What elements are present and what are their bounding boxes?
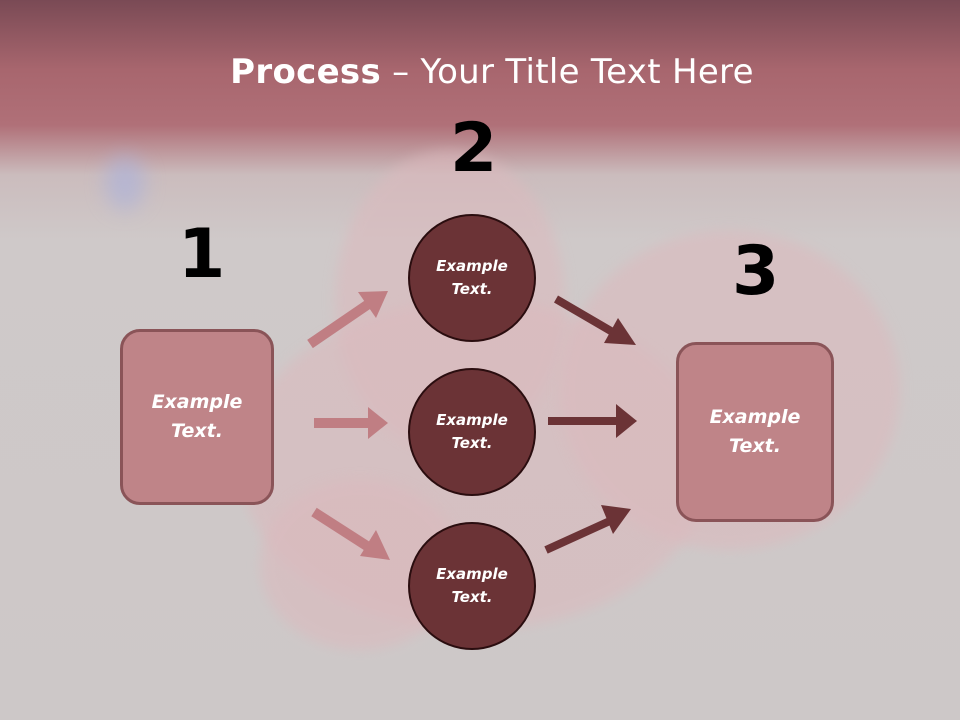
right-box-line1: Example bbox=[709, 406, 801, 428]
dark-arrow-middle bbox=[548, 404, 637, 438]
title-bold: Process bbox=[230, 52, 382, 92]
dark-arrow-up bbox=[544, 505, 631, 554]
right-box-line2: Text. bbox=[729, 435, 781, 457]
left-box-line1: Example bbox=[151, 391, 243, 413]
title-rest: – Your Title Text Here bbox=[381, 52, 754, 92]
light-arrow-up bbox=[307, 291, 388, 349]
background-glow bbox=[105, 155, 145, 210]
slide-title: Process – Your Title Text Here bbox=[0, 52, 960, 92]
dark-arrow-down bbox=[553, 295, 636, 345]
step-number-1: 1 bbox=[178, 215, 226, 294]
circle-top-line2: Text. bbox=[451, 280, 493, 298]
circle-middle-line1: Example bbox=[436, 411, 508, 429]
step-number-2: 2 bbox=[450, 109, 498, 188]
circle-bottom-line1: Example bbox=[436, 565, 508, 583]
circle-top-line1: Example bbox=[436, 257, 508, 275]
left-box-line2: Text. bbox=[171, 420, 223, 442]
step-number-3: 3 bbox=[732, 232, 780, 311]
light-arrow-down bbox=[311, 507, 390, 560]
circle-middle-line2: Text. bbox=[451, 434, 493, 452]
circle-bottom-line2: Text. bbox=[451, 588, 493, 606]
light-arrow-middle bbox=[314, 407, 388, 439]
